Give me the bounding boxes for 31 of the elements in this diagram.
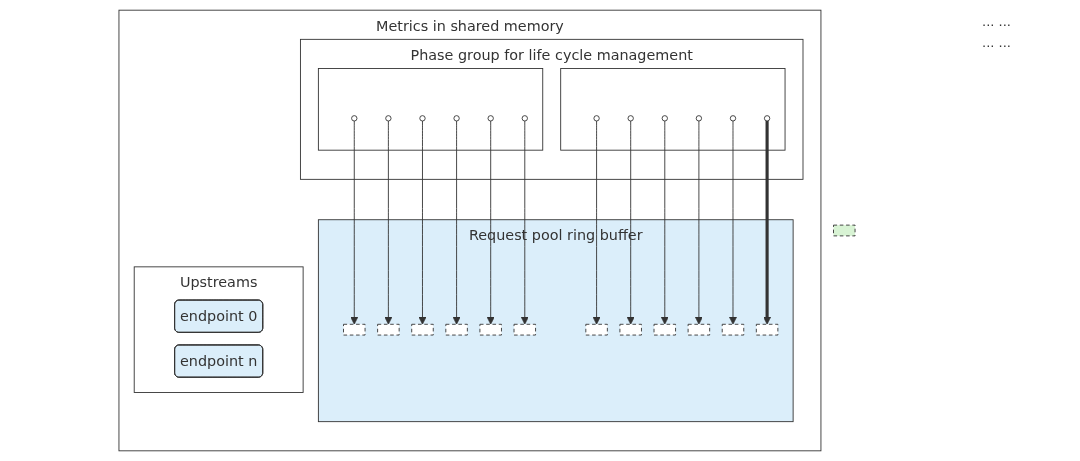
ellipsis-note: ... ... <box>982 35 1012 50</box>
node-box <box>619 323 642 336</box>
node-box <box>445 323 468 336</box>
cluster <box>560 68 786 151</box>
node-circle <box>521 115 528 122</box>
ellipsis-note: ... ... <box>982 14 1012 29</box>
node-box <box>513 323 536 336</box>
node-circle <box>695 115 703 122</box>
node-circle <box>453 115 460 122</box>
node-box <box>687 323 711 336</box>
node-circle <box>351 115 358 122</box>
node-box <box>755 323 779 336</box>
arrow <box>763 121 772 325</box>
node-box <box>411 323 434 336</box>
node-box <box>377 323 400 336</box>
node-circle <box>593 115 600 122</box>
node-circle <box>763 115 771 122</box>
node-circle <box>487 115 494 122</box>
node-circle <box>627 115 634 122</box>
node-box <box>653 323 676 336</box>
node-circle <box>729 115 737 122</box>
cluster: Phase group for life cycle management <box>300 38 804 180</box>
node-box <box>479 323 502 336</box>
node-circle <box>385 115 392 122</box>
cluster <box>317 68 544 151</box>
node-circle <box>661 115 668 122</box>
node-box <box>833 224 856 237</box>
node-box <box>585 323 608 336</box>
node-box <box>721 323 745 336</box>
node-box <box>343 323 366 336</box>
node-circle <box>419 115 426 122</box>
